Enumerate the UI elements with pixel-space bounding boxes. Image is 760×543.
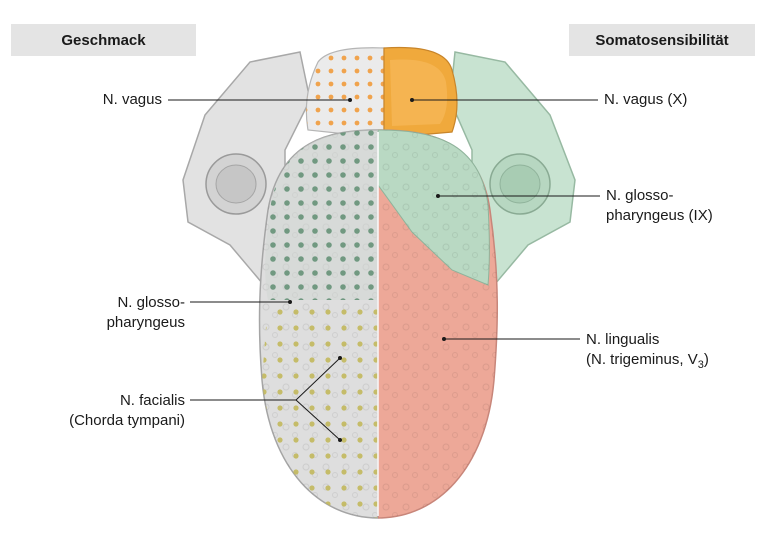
label-left-vagus: N. vagus — [60, 90, 162, 110]
label-right-lingualis: N. lingualis (N. trigeminus, V3) — [586, 330, 709, 375]
label-right-lingualis-sub: 3 — [697, 359, 704, 371]
tongue-right-sensory — [378, 129, 499, 519]
header-geschmack: Geschmack — [11, 24, 196, 56]
header-somatosensibilitaet-label: Somatosensibilität — [595, 31, 729, 49]
label-right-glosso-line1: N. glosso- — [606, 187, 674, 204]
header-geschmack-label: Geschmack — [61, 31, 146, 49]
label-left-facialis-line1: N. facialis — [119, 392, 185, 409]
label-left-facialis-line2: (Chorda tympani) — [69, 412, 185, 429]
label-right-lingualis-post: ) — [703, 351, 709, 368]
label-left-glosso-line1: N. glosso- — [117, 294, 185, 311]
label-left-glossopharyngeus: N. glosso- pharyngeus — [60, 293, 185, 333]
header-somatosensibilitaet: Somatosensibilität — [569, 24, 755, 56]
leader-left-facialis-branch-up — [295, 357, 341, 401]
leader-left-facialis-branch-down — [295, 399, 341, 441]
leader-dots — [288, 98, 446, 442]
tongue-left-taste — [258, 129, 378, 519]
label-right-glosso-line2: pharyngeus (IX) — [606, 207, 713, 224]
epiglottis-left-taste-vagus — [305, 47, 385, 139]
label-right-lingualis-line2: (N. trigeminus, V3) — [586, 350, 709, 375]
label-right-vagus-text: N. vagus (X) — [604, 91, 688, 108]
label-left-glosso-line2: pharyngeus — [106, 314, 185, 331]
leader-lines — [168, 99, 600, 441]
label-right-lingualis-pre: (N. trigeminus, V — [586, 351, 698, 368]
label-left-vagus-text: N. vagus — [102, 91, 162, 108]
label-right-lingualis-line1: N. lingualis — [586, 331, 660, 348]
label-right-vagus: N. vagus (X) — [604, 90, 687, 110]
label-left-facialis: N. facialis (Chorda tympani) — [40, 391, 185, 431]
epiglottis-right-sensory-vagus — [383, 46, 458, 139]
label-right-glossopharyngeus: N. glosso- pharyngeus (IX) — [606, 186, 713, 226]
